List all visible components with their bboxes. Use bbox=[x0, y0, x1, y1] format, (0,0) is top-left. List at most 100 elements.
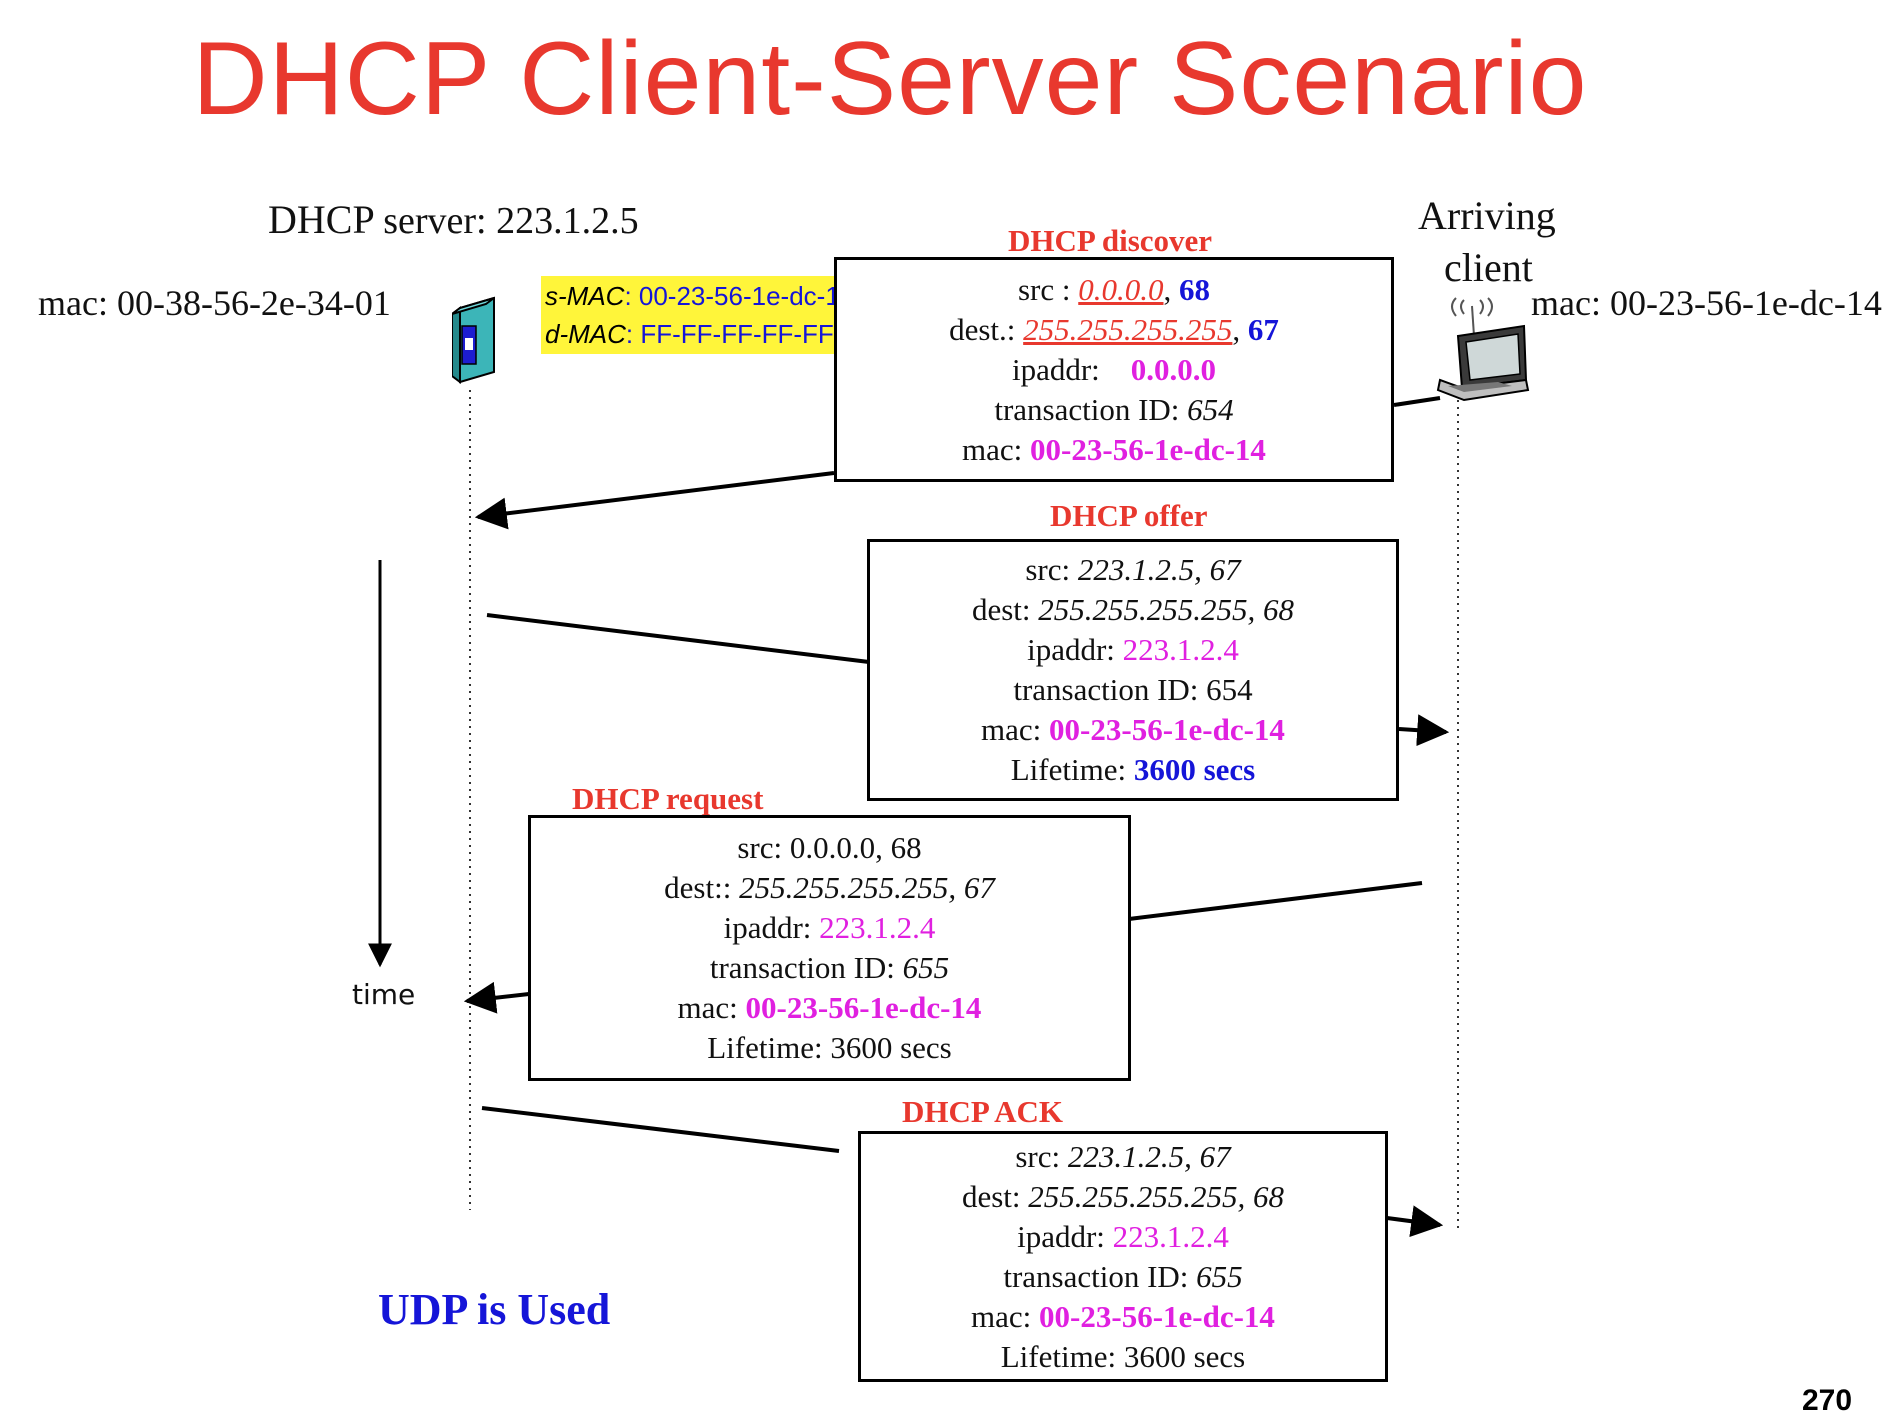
time-label: time bbox=[352, 978, 416, 1011]
discover-dest-port: 67 bbox=[1247, 311, 1279, 347]
offer-mac-label: mac: bbox=[981, 712, 1050, 747]
page-number: 270 bbox=[1802, 1384, 1853, 1417]
request-dest-label: dest:: bbox=[664, 870, 740, 905]
request-src-label: src: bbox=[737, 830, 790, 865]
offer-lifetime-label: Lifetime: bbox=[1010, 752, 1134, 787]
discover-mac-label: mac: bbox=[962, 431, 1031, 467]
offer-message-box: src: 223.1.2.5, 67 dest: 255.255.255.255… bbox=[867, 539, 1399, 801]
request-tid: 655 bbox=[902, 950, 950, 985]
offer-dest-row: dest: 255.255.255.255, 68 bbox=[972, 590, 1294, 630]
request-lifetime-label: Lifetime: bbox=[707, 1030, 831, 1065]
discover-arrow-b bbox=[474, 471, 835, 530]
ack-tid-label: transaction ID: bbox=[1003, 1258, 1197, 1294]
request-arrow-a bbox=[1128, 881, 1423, 921]
request-src: 0.0.0.0, 68 bbox=[789, 830, 922, 865]
request-dest: 255.255.255.255, 67 bbox=[739, 870, 995, 905]
request-title: DHCP request bbox=[572, 781, 764, 816]
offer-tid: 654 bbox=[1206, 672, 1253, 707]
mac-tag-destination-key: d-MAC bbox=[545, 319, 626, 349]
discover-arrow-a bbox=[1393, 396, 1441, 407]
mac-tag-source: s-MAC: 00-23-56-1e-dc-14 bbox=[541, 276, 859, 316]
request-arrow-b bbox=[463, 981, 530, 1014]
ack-lifetime-row: Lifetime: 3600 secs bbox=[1001, 1337, 1246, 1377]
ack-dest-label: dest: bbox=[961, 1178, 1029, 1214]
discover-src-ip: 0.0.0.0 bbox=[1078, 271, 1164, 307]
discover-mac-row: mac: 00-23-56-1e-dc-14 bbox=[962, 430, 1266, 470]
server-mac: mac: 00-38-56-2e-34-01 bbox=[38, 283, 391, 323]
offer-tid-label: transaction ID: bbox=[1013, 672, 1207, 707]
ack-tid: 655 bbox=[1196, 1258, 1243, 1294]
discover-dest-row: dest.: 255.255.255.255, 67 bbox=[949, 311, 1279, 347]
request-dest-row: dest:: 255.255.255.255, 67 bbox=[664, 868, 995, 908]
ack-src-label: src: bbox=[1015, 1138, 1068, 1174]
discover-ipaddr-label: ipaddr: bbox=[1011, 351, 1100, 387]
server-tower-icon bbox=[451, 294, 502, 391]
client-mac: mac: 00-23-56-1e-dc-14 bbox=[1531, 283, 1882, 323]
server-label-address: server: 223.1.2.5 bbox=[383, 200, 639, 242]
client-label-line2: client bbox=[1444, 245, 1533, 290]
offer-mac-row: mac: 00-23-56-1e-dc-14 bbox=[981, 710, 1285, 750]
ack-ipaddr: 223.1.2.4 bbox=[1112, 1218, 1229, 1254]
offer-tid-row: transaction ID: 654 bbox=[1013, 670, 1252, 710]
offer-dest: 255.255.255.255, 68 bbox=[1038, 592, 1295, 627]
request-mac-row: mac: 00-23-56-1e-dc-14 bbox=[678, 988, 982, 1028]
wireless-laptop-icon bbox=[1428, 296, 1536, 413]
server-label: DHCP server: 223.1.2.5 bbox=[268, 196, 639, 243]
request-tid-row: transaction ID: 655 bbox=[710, 948, 949, 988]
discover-message-box: src : 0.0.0.0, 68 dest.: 255.255.255.255… bbox=[834, 257, 1394, 482]
offer-src: 223.1.2.5, 67 bbox=[1077, 552, 1241, 587]
mac-tag-destination-value: : FF-FF-FF-FF-FF-FF bbox=[625, 319, 875, 349]
discover-mac: 00-23-56-1e-dc-14 bbox=[1030, 431, 1266, 467]
request-tid-label: transaction ID: bbox=[709, 950, 903, 985]
request-ipaddr: 223.1.2.4 bbox=[819, 910, 936, 945]
slide-title: DHCP Client-Server Scenario bbox=[192, 21, 1588, 137]
ack-tid-row: transaction ID: 655 bbox=[1003, 1257, 1242, 1297]
ack-mac: 00-23-56-1e-dc-14 bbox=[1039, 1298, 1275, 1334]
request-mac-label: mac: bbox=[677, 990, 746, 1025]
ack-lifetime: 3600 secs bbox=[1123, 1338, 1246, 1374]
discover-ipaddr: 0.0.0.0 bbox=[1130, 351, 1217, 387]
discover-src-row: src : 0.0.0.0, 68 bbox=[1017, 271, 1210, 307]
ack-ipaddr-label: ipaddr: bbox=[1017, 1218, 1113, 1254]
discover-ipaddr-row: ipaddr: 0.0.0.0 bbox=[1012, 350, 1216, 390]
offer-ipaddr-row: ipaddr: 223.1.2.4 bbox=[1027, 630, 1239, 670]
ack-lifetime-label: Lifetime: bbox=[1000, 1338, 1124, 1374]
offer-dest-label: dest: bbox=[971, 592, 1039, 627]
offer-lifetime-row: Lifetime: 3600 secs bbox=[1011, 750, 1256, 790]
ack-dest-row: dest: 255.255.255.255, 68 bbox=[962, 1177, 1284, 1217]
ack-mac-label: mac: bbox=[971, 1298, 1040, 1334]
offer-arrow-a bbox=[486, 613, 870, 664]
request-lifetime-row: Lifetime: 3600 secs bbox=[707, 1028, 952, 1068]
discover-dest-label: dest.: bbox=[949, 311, 1024, 347]
request-src-row: src: 0.0.0.0, 68 bbox=[737, 828, 921, 868]
request-ipaddr-row: ipaddr: 223.1.2.4 bbox=[724, 908, 936, 948]
mac-tag-destination: d-MAC: FF-FF-FF-FF-FF-FF bbox=[541, 314, 879, 354]
offer-title: DHCP offer bbox=[1050, 498, 1208, 533]
server-label-dhcp: DHCP bbox=[268, 197, 374, 242]
request-ipaddr-label: ipaddr: bbox=[723, 910, 820, 945]
discover-src-port: 68 bbox=[1179, 271, 1210, 307]
ack-dest: 255.255.255.255, 68 bbox=[1028, 1178, 1285, 1214]
offer-mac: 00-23-56-1e-dc-14 bbox=[1049, 712, 1285, 747]
ack-arrow-b bbox=[1386, 1205, 1444, 1238]
request-lifetime: 3600 secs bbox=[830, 1030, 952, 1065]
mac-tag-source-value: : 00-23-56-1e-dc-14 bbox=[624, 281, 855, 311]
ack-title: DHCP ACK bbox=[902, 1094, 1064, 1129]
offer-src-label: src: bbox=[1025, 552, 1078, 587]
offer-arrow-b bbox=[1398, 714, 1450, 747]
discover-title: DHCP discover bbox=[1008, 223, 1213, 258]
ack-message-box: src: 223.1.2.5, 67 dest: 255.255.255.255… bbox=[858, 1131, 1388, 1382]
discover-dest-ip: 255.255.255.255 bbox=[1023, 311, 1233, 347]
offer-src-row: src: 223.1.2.5, 67 bbox=[1025, 550, 1240, 590]
offer-ipaddr: 223.1.2.4 bbox=[1122, 632, 1239, 667]
ack-src: 223.1.2.5, 67 bbox=[1067, 1138, 1231, 1174]
discover-tid-label: transaction ID: bbox=[994, 391, 1188, 427]
offer-ipaddr-label: ipaddr: bbox=[1027, 632, 1123, 667]
discover-src-label: src : bbox=[1017, 271, 1079, 307]
udp-note: UDP is Used bbox=[378, 1285, 611, 1334]
client-label-line1: Arriving bbox=[1418, 193, 1556, 238]
ack-mac-row: mac: 00-23-56-1e-dc-14 bbox=[971, 1297, 1275, 1337]
request-mac: 00-23-56-1e-dc-14 bbox=[745, 990, 982, 1025]
ack-ipaddr-row: ipaddr: 223.1.2.4 bbox=[1017, 1217, 1229, 1257]
ack-src-row: src: 223.1.2.5, 67 bbox=[1015, 1137, 1230, 1177]
